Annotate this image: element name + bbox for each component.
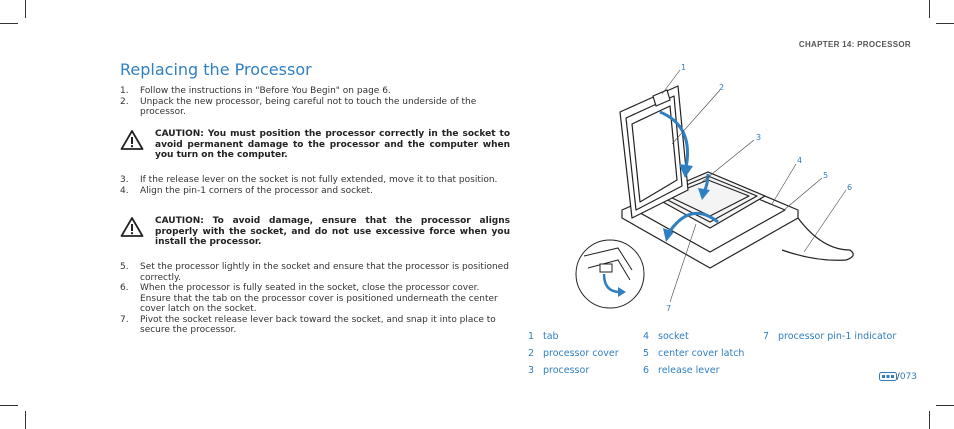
warning-icon (120, 216, 155, 242)
legend-number: 5 (643, 348, 650, 359)
step-number: 5. (120, 262, 129, 272)
legend-item: 6 release lever (643, 362, 744, 379)
legend-label: socket (658, 331, 689, 342)
step-number: 3. (120, 175, 129, 185)
step-item: 3. If the release lever on the socket is… (120, 175, 510, 186)
legend-label: processor (543, 365, 590, 376)
legend-item: 5 center cover latch (643, 345, 744, 362)
legend-column-3: 7 processor pin-1 indicator (763, 328, 896, 345)
legend-item: 7 processor pin-1 indicator (763, 328, 896, 345)
step-item: 4. Align the pin-1 corners of the proces… (120, 186, 510, 197)
legend-number: 3 (528, 365, 535, 376)
page-title: Replacing the Processor (120, 60, 312, 79)
callout-number: 2 (719, 83, 724, 92)
legend-number: 1 (528, 331, 535, 342)
step-text: Set the processor lightly in the socket … (140, 262, 509, 283)
step-item: 7. Pivot the socket release lever back t… (120, 315, 510, 336)
legend-item: 3 processor (528, 362, 619, 379)
legend-label: tab (543, 331, 559, 342)
steps-group-c: 5. Set the processor lightly in the sock… (120, 262, 510, 336)
legend-item: 4 socket (643, 328, 744, 345)
caution-text: CAUTION: You must position the processor… (155, 129, 510, 160)
crop-mark (25, 0, 26, 18)
step-number: 4. (120, 185, 129, 196)
step-number: 2. (120, 96, 129, 107)
legend-label: processor pin-1 indicator (778, 331, 897, 342)
legend-number: 4 (643, 331, 650, 342)
socket-illustration (619, 85, 854, 269)
step-item: 5. Set the processor lightly in the sock… (120, 262, 510, 283)
crop-mark (929, 0, 930, 18)
crop-mark (936, 23, 954, 24)
caution-block: CAUTION: You must position the processor… (120, 129, 510, 161)
callout-number: 7 (666, 304, 671, 313)
crop-mark (929, 411, 930, 429)
detail-inset (575, 239, 645, 309)
step-text: If the release lever on the socket is no… (140, 175, 498, 185)
legend-column-1: 1 tab 2 processor cover 3 processor (528, 328, 619, 379)
legend-column-2: 4 socket 5 center cover latch 6 release lev… (643, 328, 744, 379)
step-item: 6. When the processor is fully seated in… (120, 283, 510, 315)
crop-mark (0, 405, 18, 406)
step-text: Unpack the new processor, being careful … (140, 96, 477, 118)
steps-group-a: 1. Follow the instructions in "Before Yo… (120, 86, 510, 118)
caution-text: CAUTION: To avoid damage, ensure that th… (155, 216, 510, 247)
step-text: Pivot the socket release lever back towa… (140, 314, 496, 336)
legend-label: processor cover (543, 348, 619, 359)
step-text: Align the pin-1 corners of the processor… (140, 185, 373, 196)
legend-label: center cover latch (658, 348, 745, 359)
brand-logo-icon (878, 372, 897, 381)
crop-mark (25, 411, 26, 429)
warning-icon (120, 129, 155, 155)
step-text: Follow the instructions in "Before You B… (140, 86, 391, 96)
legend-label: release lever (658, 365, 720, 376)
step-number: 7. (120, 314, 129, 325)
legend-number: 6 (643, 365, 650, 376)
crop-mark (936, 405, 954, 406)
step-number: 6. (120, 283, 129, 293)
processor-socket-diagram: 1 2 3 4 5 6 7 (560, 60, 870, 324)
legend-item: 2 processor cover (528, 345, 619, 362)
legend-item: 1 tab (528, 328, 619, 345)
steps-group-b: 3. If the release lever on the socket is… (120, 175, 510, 196)
page-number: /073 (878, 372, 917, 382)
step-item: 2. Unpack the new processor, being caref… (120, 97, 510, 118)
caution-block: CAUTION: To avoid damage, ensure that th… (120, 216, 510, 248)
callout-number: 3 (756, 133, 761, 142)
chapter-header: CHAPTER 14: PROCESSOR (798, 40, 911, 49)
step-number: 1. (120, 86, 129, 96)
crop-mark (0, 23, 18, 24)
callout-number: 5 (823, 171, 828, 180)
callout-number: 4 (797, 156, 802, 165)
callout-number: 6 (847, 183, 852, 192)
legend-number: 7 (763, 331, 770, 342)
page-number-value: 073 (899, 372, 917, 382)
step-item: 1. Follow the instructions in "Before Yo… (120, 86, 510, 97)
callout-number: 1 (681, 63, 686, 72)
step-text: When the processor is fully seated in th… (140, 283, 498, 314)
legend-number: 2 (528, 348, 535, 359)
